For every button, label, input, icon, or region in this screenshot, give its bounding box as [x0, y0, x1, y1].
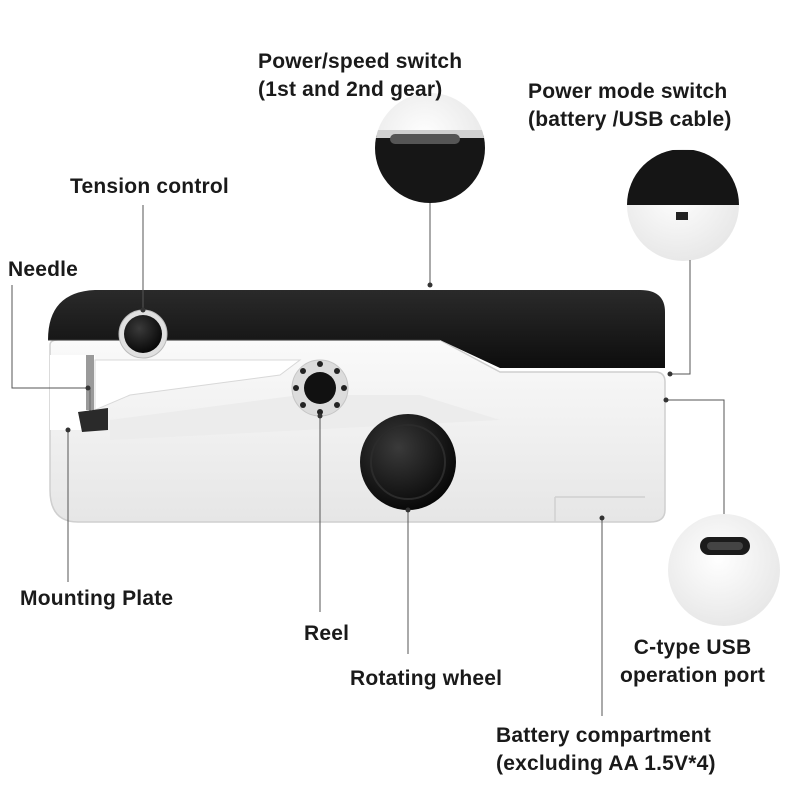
label-rotating-wheel: Rotating wheel	[350, 667, 503, 690]
label-usb-port-line2: operation port	[620, 664, 766, 687]
label-power-speed-switch-line2: (1st and 2nd gear)	[258, 78, 443, 101]
label-needle: Needle	[8, 258, 79, 281]
leader-dots	[65, 282, 673, 521]
inset-power-mode-switch	[627, 149, 739, 261]
rotating-wheel	[360, 414, 456, 510]
label-power-speed-switch-line1: Power/speed switch	[258, 50, 463, 73]
label-battery-compartment-line1: Battery compartment	[496, 724, 712, 747]
inset-usb-port	[668, 514, 780, 626]
label-power-mode-switch-line2: (battery /USB cable)	[528, 108, 732, 131]
tension-control-knob	[118, 309, 168, 359]
label-battery-compartment-line2: (excluding AA 1.5V*4)	[496, 752, 716, 775]
label-power-mode-switch: Power mode switch (battery /USB cable)	[528, 78, 732, 134]
label-power-mode-switch-line1: Power mode switch	[528, 80, 728, 103]
label-power-speed-switch: Power/speed switch (1st and 2nd gear)	[258, 48, 462, 104]
label-tension-control: Tension control	[70, 175, 229, 198]
label-usb-port: C-type USB operation port	[620, 634, 765, 690]
needle-assembly	[78, 355, 108, 432]
leader-lines	[11, 203, 725, 716]
reel-knob	[291, 359, 349, 417]
label-reel: Reel	[304, 622, 350, 645]
machine-top-shell	[48, 290, 665, 368]
label-mounting-plate: Mounting Plate	[20, 587, 174, 610]
machine-body	[49, 339, 666, 523]
inset-power-speed-switch	[375, 93, 485, 203]
label-battery-compartment: Battery compartment (excluding AA 1.5V*4…	[496, 722, 716, 778]
label-usb-port-line1: C-type USB	[633, 636, 752, 659]
